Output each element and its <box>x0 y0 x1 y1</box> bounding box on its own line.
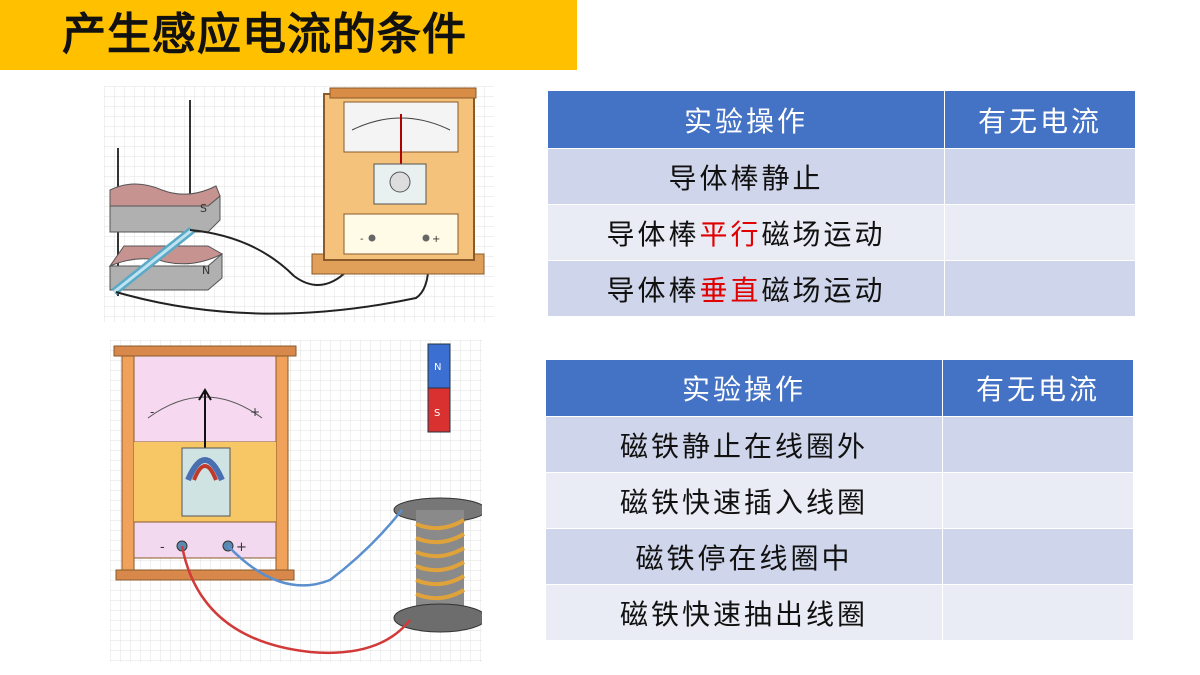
experiment-table-magnet: 实验操作 有无电流 磁铁静止在线圈外 磁铁快速插入线圈 磁铁停在线圈中 磁铁快速… <box>545 359 1134 641</box>
current-cell[interactable] <box>942 528 1134 585</box>
highlight-text: 垂直 <box>699 273 762 307</box>
table-row: 导体棒平行磁场运动 <box>547 204 1136 261</box>
operation-cell: 磁铁快速插入线圈 <box>545 472 943 529</box>
terminal-minus-label: - <box>360 234 364 245</box>
magnet-n-label: N <box>202 264 210 277</box>
operation-cell: 磁铁快速抽出线圈 <box>545 584 943 641</box>
illustration-rod-galvanometer: S N - + <box>104 86 494 322</box>
header-current: 有无电流 <box>942 359 1134 417</box>
bar-magnet-s-label: S <box>434 408 440 419</box>
terminal-plus-label: + <box>432 234 440 245</box>
scale-plus-label: + <box>250 405 260 419</box>
operation-text: 导体棒静止 <box>668 161 824 195</box>
table-row: 磁铁快速抽出线圈 <box>545 584 1134 641</box>
scale-minus-label: - <box>150 405 154 419</box>
operation-text: 导体棒 <box>606 217 700 251</box>
highlight-text: 平行 <box>699 217 762 251</box>
current-cell[interactable] <box>944 204 1136 261</box>
table-header-row: 实验操作 有无电流 <box>547 90 1136 149</box>
current-cell[interactable] <box>942 416 1134 473</box>
terminal-minus-label-2: - <box>160 540 165 555</box>
terminal-plus-label-2: + <box>236 540 247 555</box>
header-operation: 实验操作 <box>545 359 943 417</box>
operation-text: 磁场运动 <box>761 273 886 307</box>
operation-text: 磁场运动 <box>761 217 886 251</box>
operation-text: 导体棒 <box>606 273 700 307</box>
title-banner <box>0 0 577 70</box>
table-header-row: 实验操作 有无电流 <box>545 359 1134 417</box>
bar-magnet-n-label: N <box>434 362 441 373</box>
table-row: 磁铁静止在线圈外 <box>545 416 1134 473</box>
current-cell[interactable] <box>942 584 1134 641</box>
header-operation: 实验操作 <box>547 90 945 149</box>
current-cell[interactable] <box>944 148 1136 205</box>
operation-cell: 磁铁停在线圈中 <box>545 528 943 585</box>
table-row: 导体棒垂直磁场运动 <box>547 260 1136 317</box>
operation-cell: 导体棒静止 <box>547 148 945 205</box>
page-title: 产生感应电流的条件 <box>62 9 467 60</box>
current-cell[interactable] <box>942 472 1134 529</box>
table-row: 磁铁快速插入线圈 <box>545 472 1134 529</box>
header-current: 有无电流 <box>944 90 1136 149</box>
table-row: 磁铁停在线圈中 <box>545 528 1134 585</box>
magnet-s-label: S <box>200 202 207 215</box>
experiment-table-rod: 实验操作 有无电流 导体棒静止 导体棒平行磁场运动 导体棒垂直磁场运动 <box>547 90 1136 317</box>
operation-cell: 导体棒垂直磁场运动 <box>547 260 945 317</box>
table-row: 导体棒静止 <box>547 148 1136 205</box>
operation-cell: 导体棒平行磁场运动 <box>547 204 945 261</box>
operation-cell: 磁铁静止在线圈外 <box>545 416 943 473</box>
illustration-coil-galvanometer: - + - + N S <box>110 340 482 662</box>
current-cell[interactable] <box>944 260 1136 317</box>
